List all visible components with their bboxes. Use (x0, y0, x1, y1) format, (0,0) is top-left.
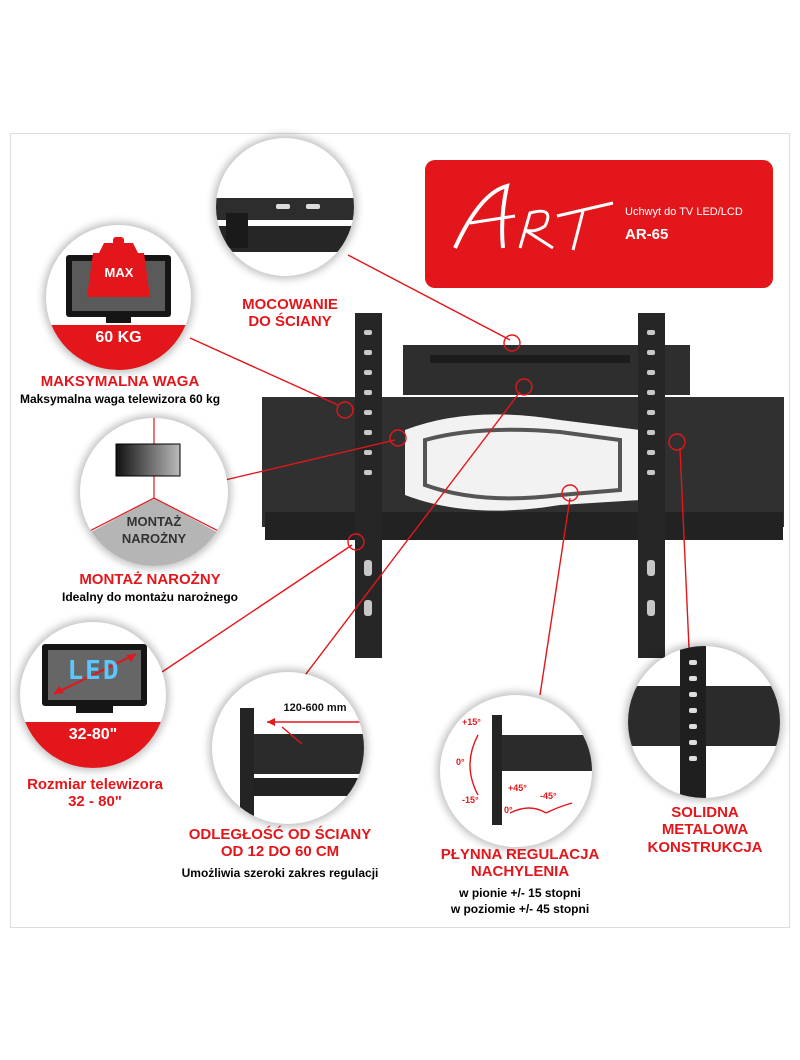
tilt-label-zero: 0° (456, 757, 465, 767)
max-weight-description: Maksymalna waga telewizora 60 kg (19, 392, 221, 406)
construction-bubble (628, 646, 780, 798)
corner-bubble-line2: NAROŻNY (121, 531, 187, 546)
max-badge: MAX (104, 265, 134, 280)
tv-size-title-line2: 32 - 80" (68, 793, 122, 811)
construction-title-line2: METALOWA (661, 821, 749, 839)
wall-mount-photo (216, 198, 354, 252)
tilt-diagram (469, 715, 592, 825)
tv-mount-product (262, 313, 784, 658)
connector-distance (289, 391, 521, 696)
tilt-desc-line1: w pionie +/- 15 stopni (459, 886, 581, 900)
led-screen-text: LED (67, 656, 121, 686)
wall-mount-title: MOCOWANIE DO ŚCIANY (215, 296, 365, 331)
brand-box: Uchwyt do TV LED/LCD AR-65 (425, 160, 773, 288)
content-frame (10, 133, 790, 928)
weight-band (46, 325, 191, 370)
corner-mount-description: Idealny do montażu narożnego (61, 590, 238, 604)
wall-mount-bubble (216, 138, 354, 276)
tilt-title-line2: NACHYLENIA (470, 863, 570, 881)
weight-value: 60 KG (95, 329, 142, 346)
construction-title: SOLIDNA METALOWA KONSTRUKCJA (610, 804, 800, 856)
size-range: 32-80" (68, 726, 118, 743)
brand-subtitle: Uchwyt do TV LED/LCD (625, 206, 743, 218)
art-logo (453, 183, 614, 251)
connector-tilt (539, 497, 571, 696)
tv-size-bubble: LED 32-80" (20, 622, 166, 768)
corner-bubble-line1: MONTAŻ (126, 514, 182, 529)
corner-mount-icon (80, 418, 228, 566)
marker-size (347, 533, 365, 551)
marker-tilt (561, 484, 579, 502)
connector-wall (347, 254, 511, 341)
tilt-title: PŁYNNA REGULACJA NACHYLENIA (400, 846, 640, 881)
tilt-label-plus45: +45° (508, 783, 527, 793)
marker-wall (503, 334, 521, 352)
tilt-desc-line2: w poziomie +/- 45 stopni (450, 901, 590, 916)
distance-title: ODLEGŁOŚĆ OD ŚCIANY OD 12 DO 60 CM (150, 826, 410, 861)
tilt-bubble: +15° 0° -15° +45° -45° 0° (440, 695, 592, 847)
tv-size-title: Rozmiar telewizora 32 - 80" (0, 776, 190, 811)
connector-construction (679, 447, 691, 671)
tv-size-title-line1: Rozmiar telewizora (27, 776, 163, 793)
tilt-label-minus45: -45° (540, 791, 557, 801)
marker-distance (515, 378, 533, 396)
tilt-label-minus15: -15° (462, 795, 479, 805)
wall-mount-title-line2: DO ŚCIANY (248, 313, 332, 331)
tilt-label-plus15: +15° (462, 717, 481, 727)
tv-size-icon (42, 644, 147, 713)
corner-mount-bubble: MONTAŻ NAROŻNY (80, 418, 228, 566)
distance-bubble: 120-600 mm (212, 672, 364, 824)
brand-model: AR-65 (625, 226, 669, 243)
tilt-description: w pionie +/- 15 stopni w poziomie +/- 45… (400, 886, 640, 917)
connector-corner (224, 439, 396, 481)
tilt-label-zero-h: 0° (504, 805, 513, 815)
tilt-title-line1: PŁYNNA REGULACJA (440, 846, 600, 863)
size-band (20, 722, 166, 768)
corner-mount-title: MONTAŻ NAROŻNY (79, 571, 221, 588)
distance-photo (240, 708, 364, 824)
marker-weight (336, 401, 354, 419)
max-weight-bubble: MAX 60 KG (46, 225, 191, 370)
marker-construction (668, 433, 686, 451)
arm-cutout (405, 414, 640, 511)
marker-corner (389, 429, 407, 447)
construction-title-line1: SOLIDNA (671, 804, 739, 821)
distance-title-line1: ODLEGŁOŚĆ OD ŚCIANY (188, 826, 372, 843)
wall-mount-title-line1: MOCOWANIE (242, 296, 338, 313)
distance-description: Umożliwia szeroki zakres regulacji (181, 866, 379, 880)
construction-title-line3: KONSTRUKCJA (647, 838, 763, 856)
connector-weight (189, 337, 339, 406)
construction-photo (628, 646, 780, 798)
distance-bubble-label: 120-600 mm (283, 702, 347, 714)
connector-size (149, 544, 353, 681)
max-weight-title: MAKSYMALNA WAGA (40, 373, 200, 390)
tv-weight-icon (66, 237, 171, 323)
distance-title-line2: OD 12 DO 60 CM (220, 843, 340, 861)
